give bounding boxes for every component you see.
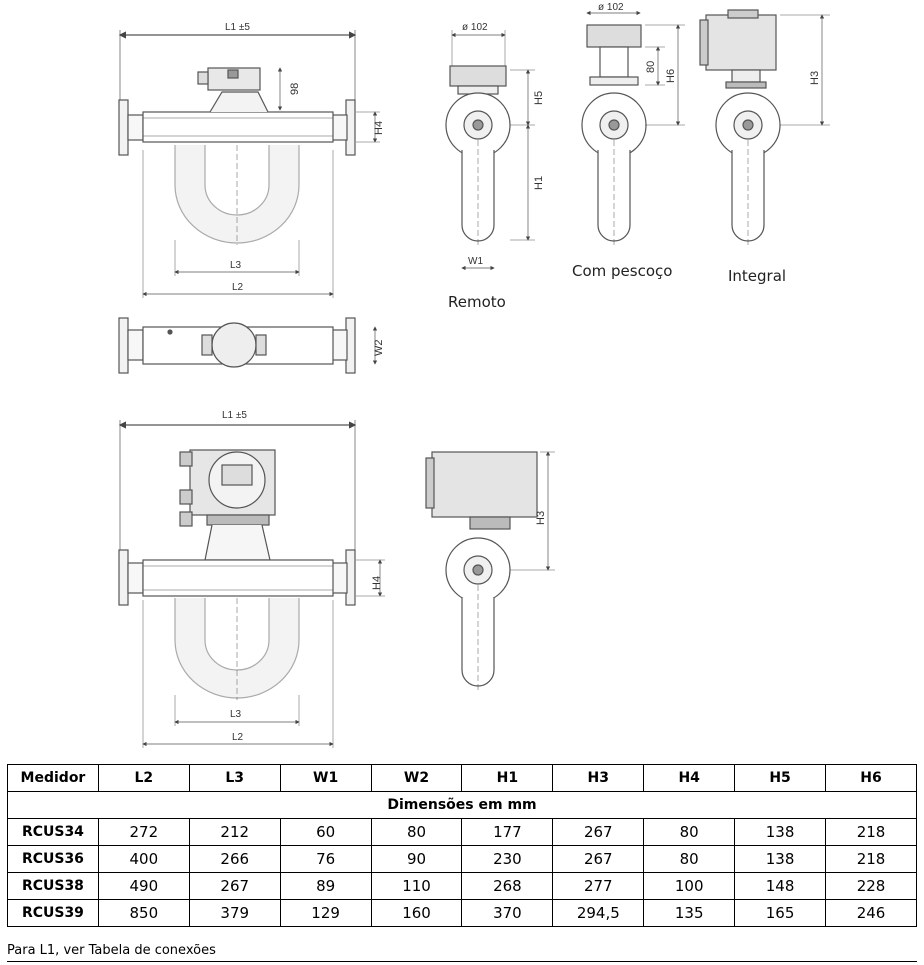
table-cell: 228 xyxy=(825,872,917,900)
dim-h4-remote: H4 xyxy=(373,121,385,135)
table-cell: 267 xyxy=(552,845,645,873)
dim-l2-remote: L2 xyxy=(232,282,244,293)
table-cell: 379 xyxy=(188,899,281,927)
table-cell: 110 xyxy=(370,872,463,900)
model-cell: RCUS38 xyxy=(7,872,99,900)
col-header: H6 xyxy=(825,764,917,792)
dim-phi102-remote: ø 102 xyxy=(462,22,488,33)
col-header: L2 xyxy=(97,764,190,792)
table-cell: 80 xyxy=(370,818,463,846)
caption-neck: Com pescoço xyxy=(572,262,672,280)
dim-h3-integral: H3 xyxy=(809,71,821,85)
table-cell: 148 xyxy=(734,872,827,900)
technical-drawings: L1 ±5 98 H4 L3 L2 W2 ø 102 H5 H1 xyxy=(118,2,830,748)
table-cell: 272 xyxy=(97,818,190,846)
table-cell: 230 xyxy=(461,845,554,873)
table-cell: 218 xyxy=(825,818,917,846)
dim-l3-remote: L3 xyxy=(230,260,242,271)
front-view-remote xyxy=(118,30,380,298)
table-cell: 80 xyxy=(643,818,736,846)
side-view-remote xyxy=(445,30,535,271)
units-subheader: Dimensões em mm xyxy=(7,791,917,819)
footnote: Para L1, ver Tabela de conexões xyxy=(7,943,216,958)
col-header: W1 xyxy=(279,764,372,792)
table-cell: 267 xyxy=(552,818,645,846)
model-cell: RCUS39 xyxy=(7,899,99,927)
table-cell: 268 xyxy=(461,872,554,900)
col-header: H1 xyxy=(461,764,554,792)
table-header-row: Medidor L2 L3 W1 W2 H1 H3 H4 H5 H6 xyxy=(7,764,917,792)
dim-phi102-neck: ø 102 xyxy=(598,2,624,13)
dim-w2: W2 xyxy=(373,340,385,357)
table-subheader-row: Dimensões em mm xyxy=(7,791,917,819)
model-cell: RCUS34 xyxy=(7,818,99,846)
table-row: RCUS39 850 379 129 160 370 294,5 135 165… xyxy=(7,899,917,927)
caption-remote: Remoto xyxy=(448,293,506,311)
col-header: L3 xyxy=(188,764,281,792)
table-cell: 177 xyxy=(461,818,554,846)
table-cell: 76 xyxy=(279,845,372,873)
side-view-integral-bottom xyxy=(425,451,555,692)
col-header: H3 xyxy=(552,764,645,792)
dim-l1-remote: L1 ±5 xyxy=(225,22,250,33)
divider xyxy=(7,961,917,962)
table-cell: 277 xyxy=(552,872,645,900)
table-row: RCUS34 272 212 60 80 177 267 80 138 218 xyxy=(7,818,917,846)
col-header: Medidor xyxy=(7,764,99,792)
table-cell: 80 xyxy=(643,845,736,873)
table-cell: 89 xyxy=(279,872,372,900)
table-cell: 100 xyxy=(643,872,736,900)
table-cell: 400 xyxy=(97,845,190,873)
model-cell: RCUS36 xyxy=(7,845,99,873)
table-cell: 129 xyxy=(279,899,372,927)
table-cell: 135 xyxy=(643,899,736,927)
table-row: RCUS38 490 267 89 110 268 277 100 148 22… xyxy=(7,872,917,900)
caption-integral: Integral xyxy=(728,267,786,285)
table-cell: 370 xyxy=(461,899,554,927)
dim-w1: W1 xyxy=(468,256,483,267)
table-cell: 850 xyxy=(97,899,190,927)
table-cell: 212 xyxy=(188,818,281,846)
table-cell: 138 xyxy=(734,818,827,846)
table-cell: 60 xyxy=(279,818,372,846)
dim-80: 80 xyxy=(645,61,657,73)
front-view-integral xyxy=(118,420,385,748)
side-view-neck xyxy=(581,10,685,245)
dim-h4-integral: H4 xyxy=(371,576,383,590)
dim-l3-integral: L3 xyxy=(230,709,242,720)
table-cell: 218 xyxy=(825,845,917,873)
dimensions-table: Medidor L2 L3 W1 W2 H1 H3 H4 H5 H6 Dimen… xyxy=(7,764,917,927)
side-view-integral xyxy=(699,9,830,245)
table-cell: 267 xyxy=(188,872,281,900)
table-cell: 160 xyxy=(370,899,463,927)
col-header: H5 xyxy=(734,764,827,792)
dim-h3-integral-bottom: H3 xyxy=(535,511,547,525)
top-view xyxy=(118,317,378,374)
dim-h1: H1 xyxy=(533,176,545,190)
table-cell: 138 xyxy=(734,845,827,873)
table-cell: 294,5 xyxy=(552,899,645,927)
dim-l1-integral: L1 ±5 xyxy=(222,410,247,421)
table-row: RCUS36 400 266 76 90 230 267 80 138 218 xyxy=(7,845,917,873)
table-cell: 266 xyxy=(188,845,281,873)
col-header: W2 xyxy=(370,764,463,792)
table-cell: 246 xyxy=(825,899,917,927)
table-cell: 490 xyxy=(97,872,190,900)
table-cell: 90 xyxy=(370,845,463,873)
dim-h5: H5 xyxy=(533,91,545,105)
dim-h6: H6 xyxy=(665,69,677,83)
dim-l2-integral: L2 xyxy=(232,732,244,743)
dim-98: 98 xyxy=(289,83,301,95)
col-header: H4 xyxy=(643,764,736,792)
table-cell: 165 xyxy=(734,899,827,927)
